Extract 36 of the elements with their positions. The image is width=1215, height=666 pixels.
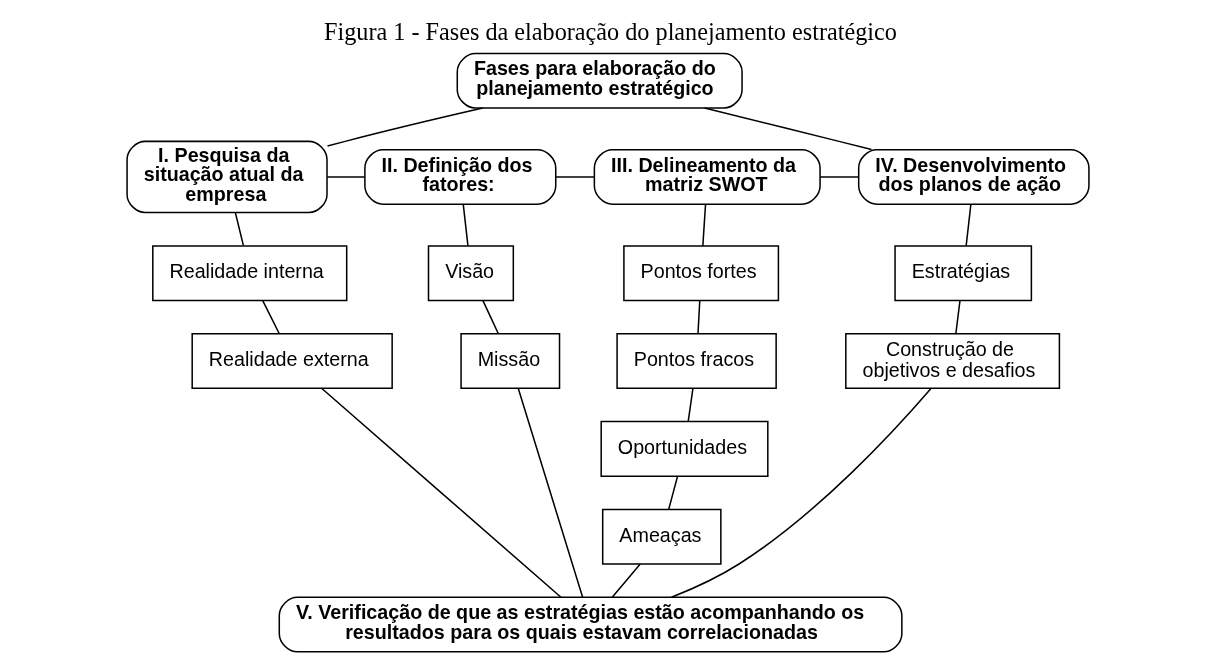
node-box: Construção de objetivos e desafios xyxy=(844,333,1060,390)
connector xyxy=(326,176,365,178)
node-box: Oportunidades xyxy=(599,420,769,477)
connector xyxy=(686,387,694,423)
connector xyxy=(326,107,484,147)
diagram-title: Figura 1 - Fases da elaboração do planejamento estratégico xyxy=(323,17,897,45)
connector xyxy=(667,475,678,511)
connector xyxy=(462,203,469,247)
connector xyxy=(320,387,562,598)
node-box: Estratégias xyxy=(893,245,1032,302)
connector xyxy=(818,176,859,178)
node-box: Pontos fortes xyxy=(622,245,779,302)
node-box: IV. Desenvolvimento dos planos de ação xyxy=(857,148,1090,205)
node-box: III. Delineamento da matriz SWOT xyxy=(593,148,821,205)
node-box: II. Definição dos fatores: xyxy=(363,148,556,205)
connector xyxy=(481,299,499,335)
connector xyxy=(610,563,641,599)
node-box: Realidade interna xyxy=(151,245,347,302)
connector xyxy=(554,176,595,178)
node-box: I. Pesquisa da situação atual da empresa xyxy=(125,140,328,214)
node-box: Visão xyxy=(427,245,514,302)
connector xyxy=(696,299,701,335)
connector xyxy=(670,387,932,598)
node-box: Realidade externa xyxy=(190,333,393,390)
node-box: V. Verificação de que as estratégias estão acompanhando os resultados para os quais estavam correlacionadas xyxy=(278,596,903,653)
connector xyxy=(261,299,280,335)
connector xyxy=(701,203,706,247)
connector xyxy=(517,387,583,598)
connector xyxy=(954,299,961,335)
connector xyxy=(703,107,872,151)
node-box: Ameaças xyxy=(601,508,722,565)
node-box: Fases para elaboração do planejamento estratégico xyxy=(456,52,743,109)
connector xyxy=(234,211,244,247)
node-box: Pontos fracos xyxy=(615,333,777,390)
node-box: Missão xyxy=(459,333,560,390)
connector xyxy=(964,203,972,247)
